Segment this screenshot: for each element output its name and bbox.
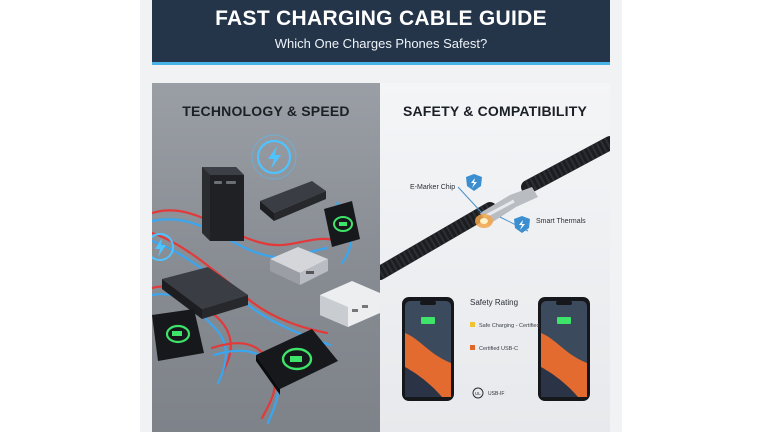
emarker-callout (457, 174, 483, 214)
safety-illustration: E-Marker Chip Smart Thermals (380, 136, 610, 401)
emarker-label: E-Marker Chip (410, 184, 455, 191)
ul-logo: UL (472, 387, 484, 399)
svg-text:UL: UL (475, 391, 481, 396)
power-bank-black (260, 181, 326, 221)
phone-left (402, 297, 454, 401)
charging-hub-silver (270, 247, 328, 285)
page-title: FAST CHARGING CABLE GUIDE (215, 7, 547, 30)
safety-rating-title: Safety Rating (470, 298, 518, 307)
power-bank-tall (202, 167, 244, 241)
safety-compatibility-title: SAFETY & COMPATIBILITY (402, 103, 588, 119)
technology-illustration (152, 134, 380, 425)
power-bank-middle (162, 267, 248, 319)
legend-certified-usbc: Certified USB-C (479, 346, 518, 352)
lightning-bolt-icon-left (152, 233, 174, 261)
legend-swatch-orange (470, 345, 475, 350)
safety-compatibility-panel: SAFETY & COMPATIBILITY E-M (380, 83, 610, 432)
infographic-poster: FAST CHARGING CABLE GUIDE Which One Char… (140, 0, 622, 432)
technology-speed-title: TECHNOLOGY & SPEED (182, 103, 350, 119)
thermals-label: Smart Thermals (536, 218, 586, 225)
phone-right (538, 297, 590, 401)
braided-cable (380, 136, 610, 280)
cable-connector (475, 187, 538, 228)
header-banner: FAST CHARGING CABLE GUIDE Which One Char… (152, 0, 610, 65)
technology-speed-panel: TECHNOLOGY & SPEED (152, 83, 380, 432)
legend-swatch-yellow (470, 322, 475, 327)
wall-charger-white (320, 281, 380, 327)
page-subtitle: Which One Charges Phones Safest? (274, 36, 488, 51)
lightning-bolt-icon (251, 134, 297, 180)
phone-charging-left (152, 309, 204, 361)
thermals-callout (499, 216, 530, 233)
svg-text:USB-IF: USB-IF (488, 391, 504, 397)
phone-charging-bottom (256, 329, 338, 395)
phone-charging-top (324, 201, 360, 247)
legend-safe-charging: Safe Charging - Certified (479, 323, 540, 329)
usb-if-logo: USB-IF (488, 391, 504, 397)
